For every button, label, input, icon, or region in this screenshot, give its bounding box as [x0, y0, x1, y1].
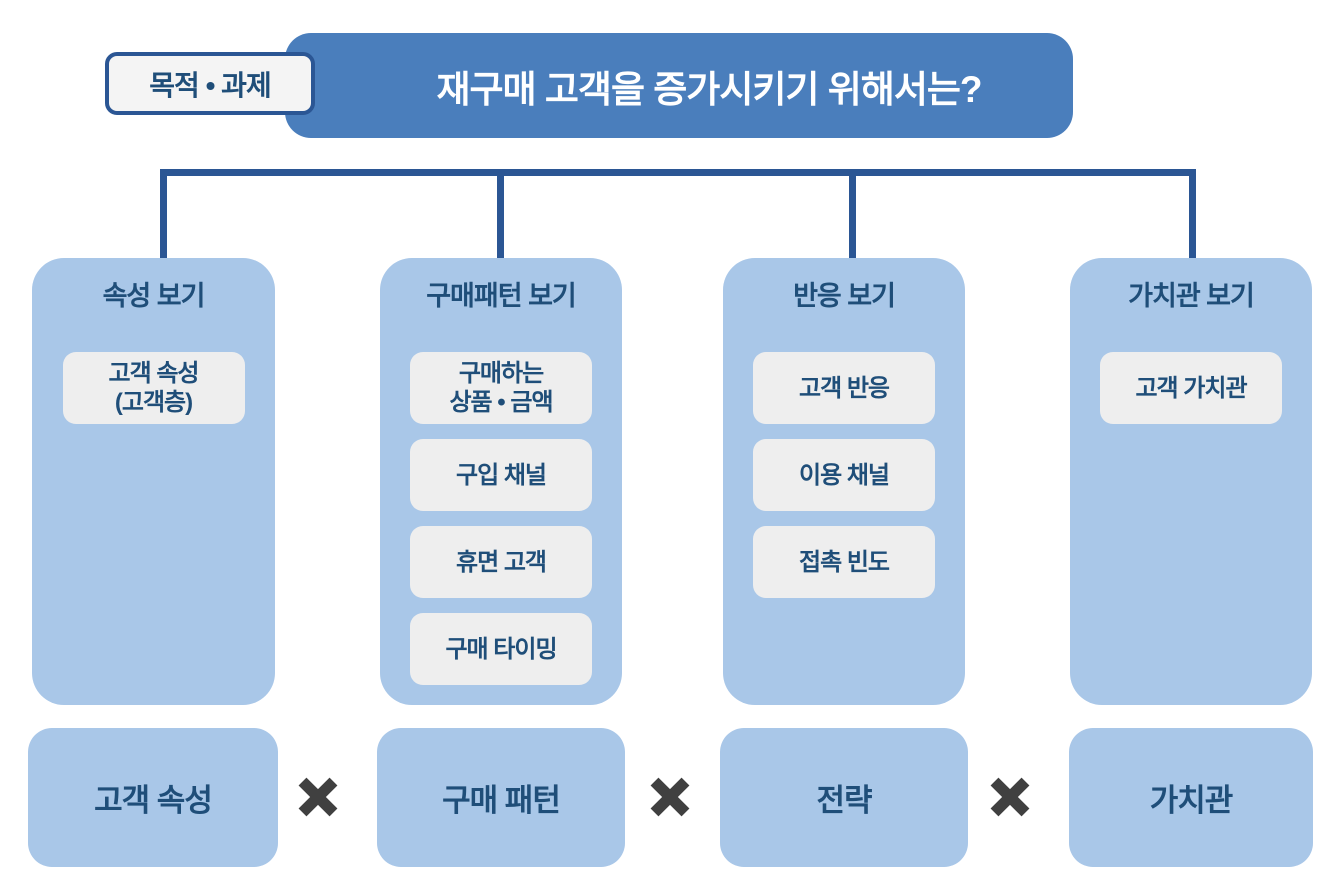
item-line: (고객층)	[114, 389, 193, 416]
connector-vertical-2	[497, 170, 504, 259]
item-line: 구매하는	[458, 360, 544, 387]
connector-vertical-4	[1189, 170, 1196, 259]
item-card: 접촉 빈도	[753, 526, 935, 598]
item-card: 고객 가치관	[1100, 352, 1282, 424]
bottom-box-strategy: 전략	[720, 728, 968, 867]
item-card: 휴면 고객	[410, 526, 592, 598]
item-line: 구입 채널	[456, 461, 547, 489]
column-items: 고객 반응 이용 채널 접촉 빈도	[723, 352, 965, 598]
column-title: 구매패턴 보기	[426, 281, 577, 311]
purpose-banner: 재구매 고객을 증가시키기 위해서는?	[285, 33, 1073, 138]
connector-vertical-3	[849, 170, 856, 259]
item-card: 구입 채널	[410, 439, 592, 511]
item-line: 휴면 고객	[456, 548, 547, 576]
bottom-box-customer-attributes: 고객 속성	[28, 728, 278, 867]
bottom-box-purchase-pattern: 구매 패턴	[377, 728, 625, 867]
connector-vertical-1	[160, 170, 167, 259]
category-column-attributes: 속성 보기 고객 속성 (고객층)	[32, 258, 275, 705]
item-line: 이용 채널	[799, 461, 890, 489]
item-line: 접촉 빈도	[799, 548, 890, 576]
category-column-purchase-pattern: 구매패턴 보기 구매하는 상품 • 금액 구입 채널 휴면 고객 구매 타이밍	[380, 258, 622, 705]
column-title: 속성 보기	[102, 281, 206, 311]
item-line: 상품 • 금액	[449, 389, 553, 416]
item-card: 구매하는 상품 • 금액	[410, 352, 592, 424]
item-card: 이용 채널	[753, 439, 935, 511]
connector-horizontal	[160, 169, 1196, 176]
multiply-icon	[297, 776, 339, 818]
column-title: 반응 보기	[793, 281, 896, 311]
item-card: 고객 반응	[753, 352, 935, 424]
item-line: 구매 타이밍	[445, 635, 557, 663]
item-line: 고객 속성	[108, 360, 200, 387]
item-line: 고객 가치관	[1135, 374, 1247, 402]
column-items: 고객 속성 (고객층)	[32, 352, 275, 424]
bottom-box-values: 가치관	[1069, 728, 1313, 867]
item-line: 고객 반응	[799, 374, 890, 402]
category-column-values: 가치관 보기 고객 가치관	[1070, 258, 1312, 705]
purpose-task-label-text: 목적 • 과제	[149, 69, 271, 101]
purpose-task-label: 목적 • 과제	[105, 52, 315, 115]
column-title: 가치관 보기	[1128, 281, 1255, 311]
banner-title: 재구매 고객을 증가시키기 위해서는?	[436, 68, 982, 110]
column-items: 고객 가치관	[1070, 352, 1312, 424]
item-card: 고객 속성 (고객층)	[62, 352, 245, 424]
multiply-icon	[989, 776, 1031, 818]
multiply-icon	[649, 776, 691, 818]
item-card: 구매 타이밍	[410, 613, 592, 685]
category-column-response: 반응 보기 고객 반응 이용 채널 접촉 빈도	[723, 258, 965, 705]
column-items: 구매하는 상품 • 금액 구입 채널 휴면 고객 구매 타이밍	[380, 352, 622, 685]
